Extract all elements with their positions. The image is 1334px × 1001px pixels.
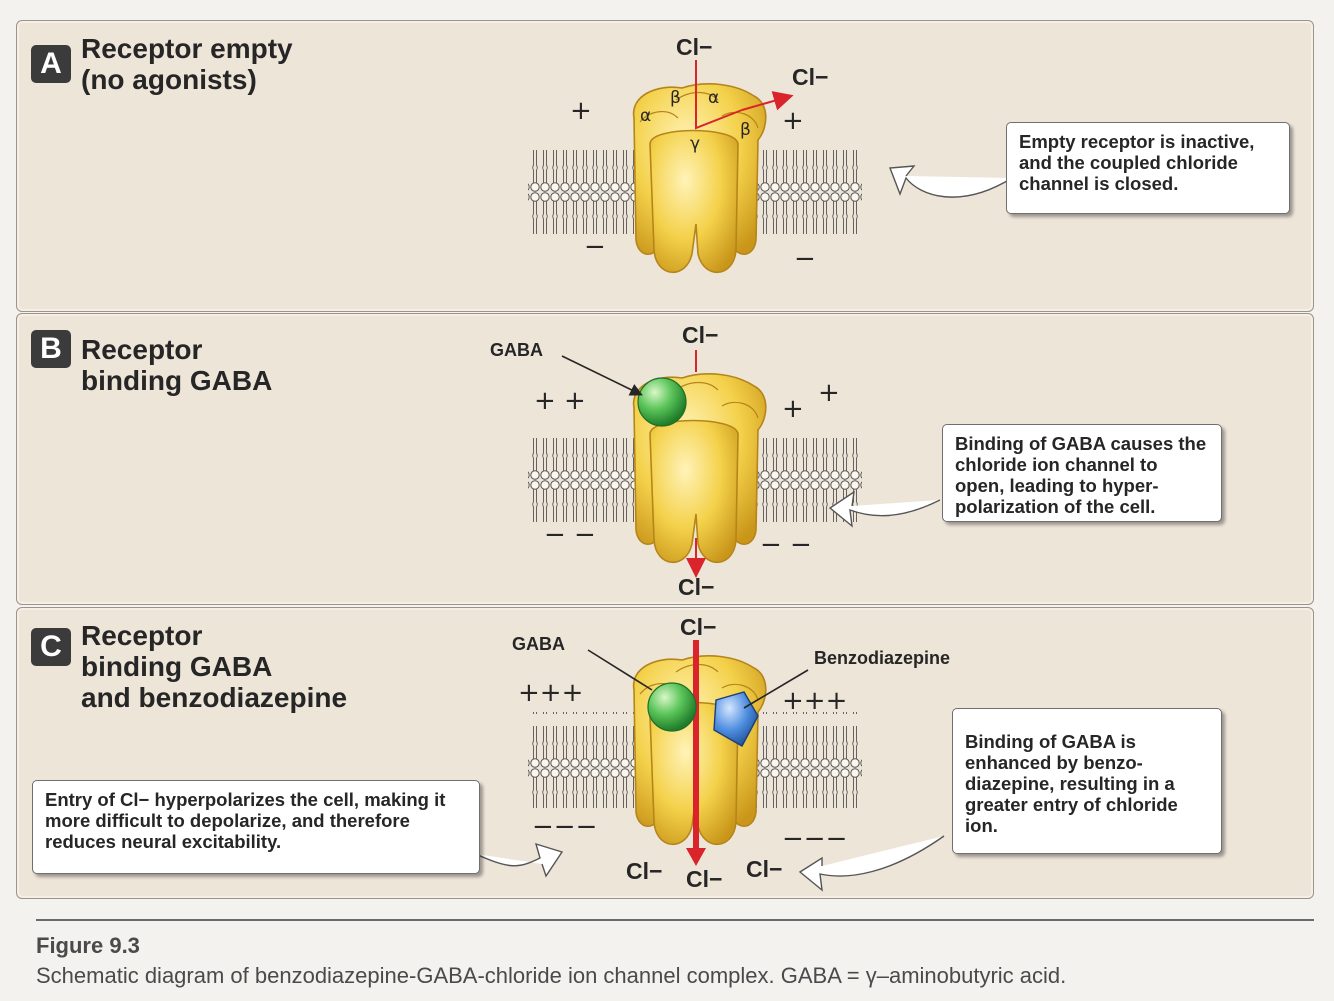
negative-charges: −−− [532,812,598,842]
chloride-ion-label: Cl− [626,858,663,884]
negative-charges: −−− [782,824,848,854]
chloride-ion-label: Cl− [682,322,719,348]
positive-charges: + + [534,386,586,416]
chloride-ion-label: Cl− [678,574,715,600]
callout-empty-receptor: Empty receptor is inactive, and the coup… [1006,122,1290,214]
callout-arrow-right [798,835,945,892]
membrane-left [528,430,638,526]
positive-charge: + [782,106,804,136]
gaba-label: GABA [490,340,543,360]
chloride-ion-label: Cl− [792,64,829,90]
positive-charge: + [818,378,840,408]
panel-title-line: Receptor [81,620,203,651]
panel-title-line: and benzodiazepine [81,682,348,713]
gaba-molecule [637,377,687,427]
chloride-ion-label: Cl− [676,34,713,60]
callout-arrow-left [475,842,564,878]
panel-title-line: binding GABA [81,651,273,682]
membrane-left [528,140,638,236]
panel-title-line: Receptor [81,334,203,365]
panel-title: Receptor binding GABA and benzodiazepine [81,620,347,713]
panel-letter: C [31,628,71,666]
negative-charges: − − [760,530,812,560]
subunit-beta-label: β [670,88,681,108]
membrane-right [752,140,862,236]
membrane-right [752,712,862,808]
benzodiazepine-label: Benzodiazepine [814,648,951,668]
gaba-molecule [647,682,697,732]
gaba-label: GABA [512,634,565,654]
callout-benzodiazepine-enhancement: Binding of GABA is enhanced by benzo-dia… [952,708,1222,854]
gaba-pointer [587,649,653,691]
figure-title: Figure 9.3 [36,933,140,958]
panel-title: Receptor empty (no agonists) [81,33,293,95]
negative-charge: − [584,232,606,262]
chloride-arrow [741,91,794,111]
panel-title-line: Receptor empty [81,33,293,64]
receptor [632,655,767,846]
callout-hyperpolarization: Entry of Cl− hyperpolarizes the cell, ma… [32,780,480,874]
chloride-ion-label: Cl− [680,614,717,640]
subunit-beta-label: β [740,120,751,140]
chloride-ion-label: Cl− [746,856,783,882]
chloride-path-blocked [695,60,743,130]
gaba-pointer [561,355,643,396]
panel-letter: B [31,330,71,368]
panel-title-line: binding GABA [81,365,273,396]
receptor [632,83,767,274]
panel-letter: A [31,45,71,83]
benzodiazepine-pointer [743,669,809,709]
panel-title-line: (no agonists) [81,64,257,95]
negative-charge: − [794,244,816,274]
panel-title: Receptor binding GABA [81,334,272,396]
subunit-gamma-label: γ [690,134,701,154]
figure-caption: Schematic diagram of benzodiazepine-GABA… [36,963,1067,988]
positive-charge: + [570,96,592,126]
positive-charge: + [782,394,804,424]
callout-arrow [889,165,1013,198]
subunit-alpha-label: α [640,106,652,126]
chloride-ion-label: Cl− [686,866,723,892]
callout-gaba-binding: Binding of GABA causes the chloride ion … [942,424,1222,522]
callout-arrow [828,490,941,528]
negative-charges: − − [544,520,596,550]
chloride-arrow-down [686,848,706,866]
positive-charges: +++ [518,678,584,708]
caption-divider [36,919,1314,921]
positive-charges: +++ [782,686,848,716]
membrane-left [528,712,638,808]
subunit-alpha-label: α [708,88,720,108]
